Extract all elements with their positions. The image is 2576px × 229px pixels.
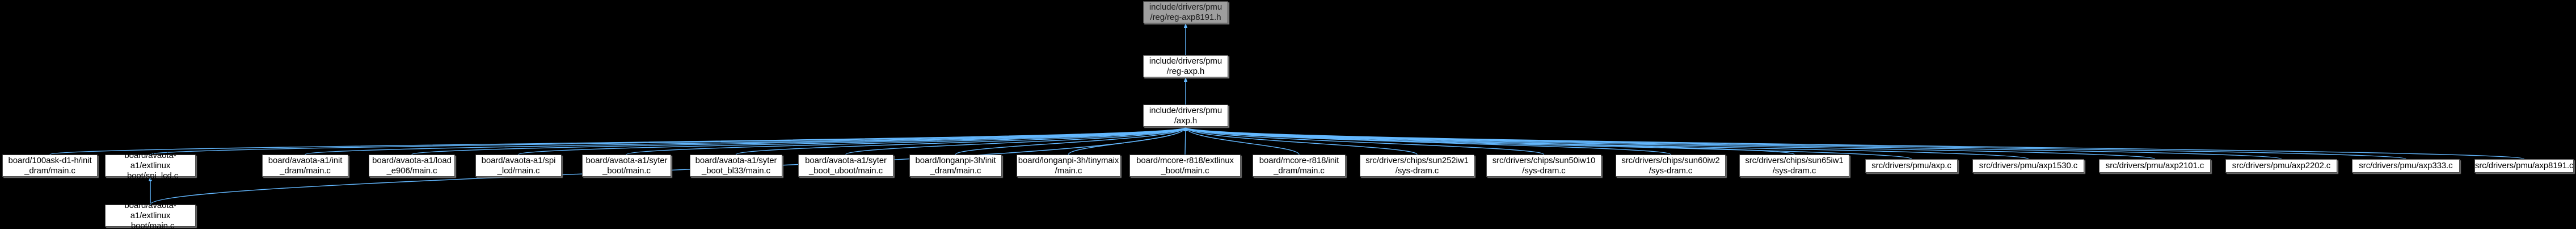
graph-node-label: include/drivers/pmu /reg/reg-axp8191.h [1149,2,1222,22]
graph-node-label: src/drivers/chips/sun50iw10 /sys-dram.c [1492,155,1596,176]
graph-node[interactable]: board/mcore-r818/extlinux _boot/main.c [1129,155,1241,177]
graph-node[interactable]: src/drivers/chips/sun252iw1 /sys-dram.c [1360,155,1474,177]
graph-node[interactable]: src/drivers/pmu/axp8191.c [2474,159,2574,173]
graph-edge [1068,127,1188,155]
graph-edge [1184,127,1671,155]
graph-node-label: board/longanpi-3h/tinymaix /main.c [1018,155,1119,176]
graph-node-label: board/mcore-r818/extlinux _boot/main.c [1136,155,1234,176]
graph-node-label: board/avaota-a1/syter _boot/main.c [585,155,668,176]
graph-edge [305,127,1187,155]
edges [49,23,2525,205]
graph-node-label: src/drivers/pmu/axp8191.c [2475,161,2574,170]
graph-edge [955,127,1188,155]
graph-node[interactable]: src/drivers/chips/sun65iw1 /sys-dram.c [1739,155,1849,177]
graph-edge [1183,127,1418,155]
graph-node-label: src/drivers/pmu/axp333.c [2359,161,2453,170]
graph-node-label: board/avaota-a1/init _dram/main.c [268,155,343,176]
graph-node-label: src/drivers/chips/sun60iw2 /sys-dram.c [1621,155,1720,176]
graph-edge [626,127,1187,155]
graph-node[interactable]: src/drivers/pmu/axp2202.c [2225,159,2337,173]
graph-node-label: board/mcore-r818/init _dram/main.c [1259,155,1339,176]
graph-node-label: board/100ask-d1-h/init _dram/main.c [8,155,92,176]
graph-node[interactable]: src/drivers/chips/sun50iw10 /sys-dram.c [1486,155,1601,177]
graph-node-label: board/longanpi-3h/init _dram/main.c [915,155,996,176]
graph-node[interactable]: board/avaota-a1/syter _boot/main.c [582,155,671,177]
graph-node[interactable]: src/drivers/pmu/axp2101.c [2099,159,2211,173]
graph-node-label: board/avaota-a1/spi _lcd/main.c [481,155,556,176]
graph-edge [1184,127,2282,160]
graph-node[interactable]: board/avaota-a1/syter _boot_bl33/main.c [690,155,782,177]
graph-node[interactable]: board/avaota-a1/syter _boot_uboot/main.c [798,155,893,177]
graph-node-label: board/avaota-a1/syter _boot_uboot/main.c [805,155,887,176]
graph-edge [845,127,1188,155]
graph-node-label: src/drivers/pmu/axp2101.c [2105,161,2204,170]
graph-node-label: board/avaota-a1/extlinux _boot/spi_lcd.c [122,150,179,181]
graph-node-label: src/drivers/pmu/axp1530.c [1979,161,2078,170]
graph-node[interactable]: board/longanpi-3h/tinymaix /main.c [1017,155,1120,177]
graph-node[interactable]: board/avaota-a1/load _e906/main.c [369,155,455,177]
graph-node[interactable]: board/mcore-r818/init _dram/main.c [1253,155,1346,177]
graph-node[interactable]: board/avaota-a1/init _dram/main.c [262,155,348,177]
graph-node-label: include/drivers/pmu /axp.h [1149,105,1222,126]
graph-node[interactable]: board/avaota-a1/spi _lcd/main.c [475,155,562,177]
graph-edge [735,127,1187,155]
graph-edge [1183,127,1188,155]
graph-node-label: include/drivers/pmu /reg-axp.h [1149,56,1222,76]
graph-edge [518,127,1187,155]
graph-node-label: board/avaota-a1/syter _boot_bl33/main.c [695,155,777,176]
graph-node[interactable]: board/avaota-a1/extlinux _boot/main.c [105,201,196,229]
graph-edge [1184,127,1795,155]
graph-node[interactable]: src/drivers/chips/sun60iw2 /sys-dram.c [1616,155,1726,177]
graph-node[interactable]: src/drivers/pmu/axp333.c [2352,159,2460,173]
graph-node-label: board/avaota-a1/load _e906/main.c [372,155,452,176]
graph-node-label: src/drivers/pmu/axp2202.c [2232,161,2331,170]
graph-node[interactable]: src/drivers/pmu/axp1530.c [1972,159,2084,173]
graph-node[interactable]: include/drivers/pmu /reg-axp.h [1143,55,1228,77]
graph-node-label: src/drivers/pmu/axp.c [1871,161,1951,170]
graph-edge [49,127,1187,155]
graph-node-label: board/avaota-a1/extlinux _boot/main.c [124,200,176,229]
graph-edge [1183,127,1545,155]
graph-node[interactable]: board/avaota-a1/extlinux _boot/spi_lcd.c [105,151,196,181]
graph-node[interactable]: src/drivers/pmu/axp.c [1865,159,1958,173]
graph-node-root[interactable]: include/drivers/pmu /reg/reg-axp8191.h [1143,1,1228,23]
graph-edge [150,127,1187,155]
graph-node[interactable]: include/drivers/pmu /axp.h [1143,105,1228,127]
graph-node[interactable]: board/100ask-d1-h/init _dram/main.c [2,155,98,177]
graph-node[interactable]: board/longanpi-3h/init _dram/main.c [909,155,1002,177]
graph-node-label: src/drivers/chips/sun252iw1 /sys-dram.c [1365,155,1469,176]
graph-node-label: src/drivers/chips/sun65iw1 /sys-dram.c [1745,155,1844,176]
graph-edge [1183,127,1300,155]
graph-edge [411,127,1187,155]
